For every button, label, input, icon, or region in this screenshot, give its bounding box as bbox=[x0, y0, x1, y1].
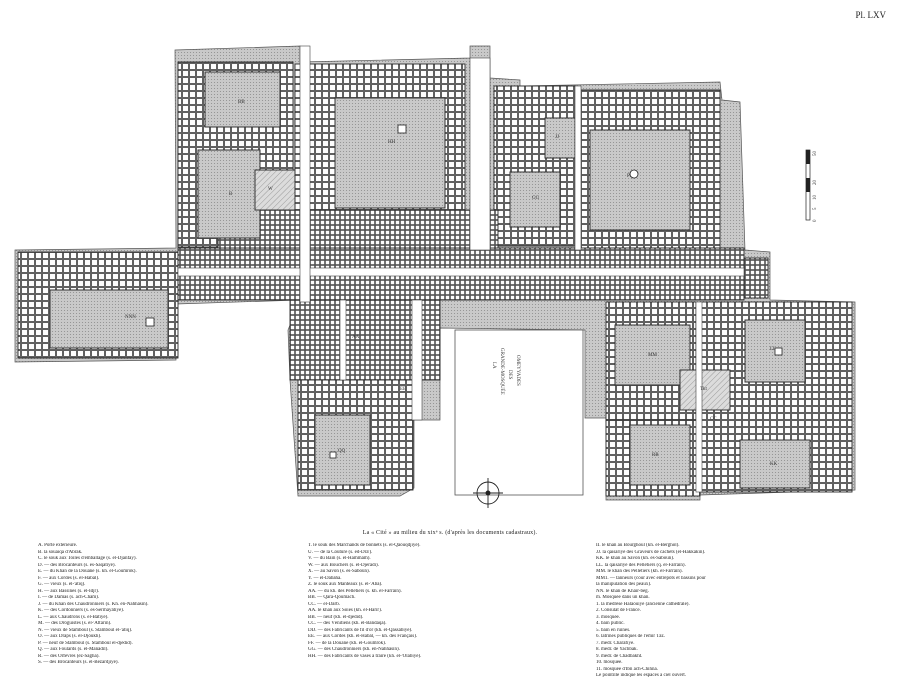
legend-entry: M. — des Droguistes (s. el-'Attârîn). bbox=[38, 621, 112, 626]
scale-bar: 0 5 10 20 50 bbox=[805, 149, 818, 222]
legend-entry: 7. médr. Charafiyé. bbox=[596, 640, 635, 646]
legend-entry: 11. mosquée d'Ibn ach-Chihna. bbox=[596, 666, 658, 672]
legend-entry: 9. médr. de Châdbakht. bbox=[596, 653, 643, 659]
legend-entry: KK. le khan au Savon (kh. es-Sâboun). bbox=[596, 556, 675, 561]
plate-number: Pl. LXV bbox=[855, 10, 886, 20]
legend-entry: E. — du Khan de la Douane (s. kh. el-Gou… bbox=[38, 569, 137, 574]
legend-entry: U. — de la Couture (s. ed-Drâ'). bbox=[308, 549, 373, 555]
legend-entry: HH. — des Fabricants de vases à traire (… bbox=[308, 653, 422, 659]
legend-entry: S. — des Brocanteurs (s. el-Bezardjiyé). bbox=[38, 660, 119, 665]
legend-entry: LL. la qaïsariyé des Pelletiers (q. el-F… bbox=[596, 562, 686, 568]
courtyard-markers bbox=[145, 124, 783, 459]
legend-entry: II. le khan au Bourghoul (kh. el-Berghol… bbox=[596, 543, 680, 548]
scale-tick: 0 bbox=[813, 219, 818, 222]
legend-entry: la manipulation des peaux). bbox=[596, 582, 652, 587]
legend-entry: I. — de Damas (s. ach-Châm). bbox=[38, 595, 100, 600]
scale-tick: 20 bbox=[813, 180, 818, 186]
legend-entry: DD. — des Fabricants de fil d'or (kh. el… bbox=[308, 627, 413, 633]
legend-entry: H. — aux Bassines (s. el-Idjr). bbox=[38, 588, 100, 594]
legend-entry: Z. le souk aux Manteaux (s. el-'Abâ). bbox=[308, 582, 383, 587]
map-caption: La « Cité » au milieu du xixᵉ s. (d'aprè… bbox=[362, 530, 538, 536]
legend-entry: FF. — de la Douane (kh. el-Goumrok). bbox=[308, 640, 387, 646]
legend-entry: 4. bain public. bbox=[596, 621, 625, 626]
legend-entry: K. — des Cordonniers (s. es-Sermâyâtiyé)… bbox=[38, 608, 125, 613]
legend-entry: EE. — aux Cordes (kh. el-Habâl, — kh. de… bbox=[308, 634, 418, 639]
svg-text:MM: MM bbox=[648, 353, 657, 358]
legend-entry: NN. le khan de Khâïr-bég. bbox=[596, 588, 649, 594]
legend-entry: Le pointillé indique les espaces à ciel … bbox=[596, 673, 686, 678]
legend-entry: 6. latrines publiques de l'émir Tâz. bbox=[596, 634, 665, 639]
svg-text:LA: LA bbox=[491, 362, 496, 369]
legend-entry: 3. mosquée. bbox=[596, 614, 621, 620]
svg-text:HH: HH bbox=[388, 140, 396, 145]
svg-text:OMEYYADES: OMEYYADES bbox=[515, 355, 520, 386]
svg-text:NNN: NNN bbox=[125, 315, 136, 320]
svg-text:DES: DES bbox=[507, 370, 512, 380]
svg-text:PP: PP bbox=[627, 174, 633, 179]
legend-entry: AA. le khan aux Soies (kh. el-Harîr). bbox=[308, 608, 383, 613]
legend-entry: A. Porte extérieure. bbox=[38, 543, 78, 548]
legend-entry: B. la souaïqa d'Abrak. bbox=[38, 549, 83, 555]
legend-entry: 10. mosquée. bbox=[596, 660, 623, 665]
legend-entry: Y. — el-Dabaha. bbox=[308, 575, 342, 581]
cadastral-map: LA GRANDE-MOSQUÉE DES OMEYYADES BB NNN B… bbox=[14, 45, 856, 508]
legend-entry: D. — des Brocanteurs (s. es-Saqatiyé). bbox=[38, 562, 116, 568]
legend-entry: G. — vieux (s. el-'atiq). bbox=[38, 582, 86, 587]
svg-text:QQ: QQ bbox=[338, 449, 346, 454]
legend-entry: O. — aux Draps (s. el-Djoukh). bbox=[38, 634, 102, 639]
compass-rose-icon bbox=[473, 478, 503, 508]
legend-entry: m. Mosquée dans un khan. bbox=[596, 595, 650, 600]
legend-entry: CC. — des Vénitiens (kh. el-Bandaqa). bbox=[308, 621, 387, 626]
svg-text:GRANDE-MOSQUÉE: GRANDE-MOSQUÉE bbox=[499, 348, 505, 395]
legend-column-2: T. le souk des Marchands de bonnets (s. … bbox=[308, 543, 583, 660]
legend-entry: 2. Consulat de France. bbox=[596, 608, 641, 613]
svg-text:LL: LL bbox=[770, 347, 776, 352]
svg-text:Tkt: Tkt bbox=[700, 387, 708, 392]
legend-entry: T. le souk des Marchands de bonnets (s. … bbox=[308, 543, 421, 548]
legend-entry: MM. le khan des Pelletiers (kh. el-Farrâ… bbox=[596, 569, 683, 574]
legend-entry: GG. — des Chaudronniers (kh. en-Nahhâsin… bbox=[308, 647, 400, 652]
legend-entry: 8. médr. de Yachbak. bbox=[596, 647, 638, 652]
svg-text:KK: KK bbox=[770, 462, 778, 467]
courtyards bbox=[49, 71, 811, 489]
streets bbox=[177, 45, 745, 493]
legend-entry: J. — du Khan des Chaudronniers (s. Kh. e… bbox=[38, 601, 149, 607]
legend-entry: V. — du Bain (s. el-Hammâm). bbox=[308, 556, 371, 561]
legend-entry: F. — aux Cordes (s. el-Habâl). bbox=[38, 575, 100, 581]
svg-text:B: B bbox=[229, 192, 233, 197]
legend-entry: 1. la médrèse Halâouiyé (ancienne cathéd… bbox=[596, 601, 690, 607]
svg-text:CC: CC bbox=[710, 417, 717, 422]
legend-entry: X. — au Savon (s. es-Sâboûn). bbox=[308, 569, 370, 574]
svg-text:AA: AA bbox=[352, 335, 360, 340]
svg-text:W: W bbox=[268, 187, 273, 192]
legend-entry: JJ. la qaïsariyé des Graveurs de cachets… bbox=[596, 549, 706, 555]
legend-entry: W. — aux Bouchers (s. el-Djerâdi). bbox=[308, 562, 379, 568]
legend-column-1: A. Porte extérieure. B. la souaïqa d'Abr… bbox=[38, 543, 293, 667]
legend-entry: AA. — du kh. des Pelletiers (s. kh. el-F… bbox=[308, 588, 402, 594]
legend-entry: R. — des Orfèvres (ez-Sâgha). bbox=[38, 653, 100, 659]
legend-entry: BB. — Qara-Qoumach. bbox=[308, 595, 356, 600]
svg-text:JJ: JJ bbox=[555, 135, 559, 140]
scale-tick: 10 bbox=[813, 195, 818, 201]
block-labels: BB NNN B HH PP GG QQ MM LL KK RR JJ CC E… bbox=[125, 100, 778, 467]
legend-entry: MM1. — tanneurs (cour avec entrepôts et … bbox=[596, 575, 706, 581]
legend-entry: P. — neuf de Stamboul (s. Stamboul el-dj… bbox=[38, 640, 133, 646]
svg-text:EE: EE bbox=[400, 387, 406, 392]
svg-text:GG: GG bbox=[532, 196, 540, 201]
svg-text:BB: BB bbox=[238, 100, 245, 105]
legend-entry: BB. — neuf (kh. el-djédid). bbox=[308, 614, 364, 620]
legend-entry: L. — aux Chaudrons (s. el-Bâtiyé). bbox=[38, 614, 109, 620]
legend-entry: C. le souk aux Toiles d'emballage (s. el… bbox=[38, 556, 137, 561]
scale-tick: 50 bbox=[813, 151, 818, 157]
legend-column-3: II. le khan au Bourghoul (kh. el-Berghol… bbox=[596, 543, 866, 680]
legend-entry: N. — vieux de Stamboul (s. Stamboul el-'… bbox=[38, 627, 133, 633]
svg-text:RR: RR bbox=[652, 453, 659, 458]
legend-entry: Q. — aux Foulards (s. el-Manâdîl). bbox=[38, 647, 109, 652]
great-mosque-area: LA GRANDE-MOSQUÉE DES OMEYYADES bbox=[454, 329, 584, 496]
scale-tick: 5 bbox=[813, 207, 818, 210]
legend-entry: CC. — el-Darb. bbox=[308, 601, 340, 607]
legend-entry: 5. bain en ruines. bbox=[596, 627, 631, 633]
